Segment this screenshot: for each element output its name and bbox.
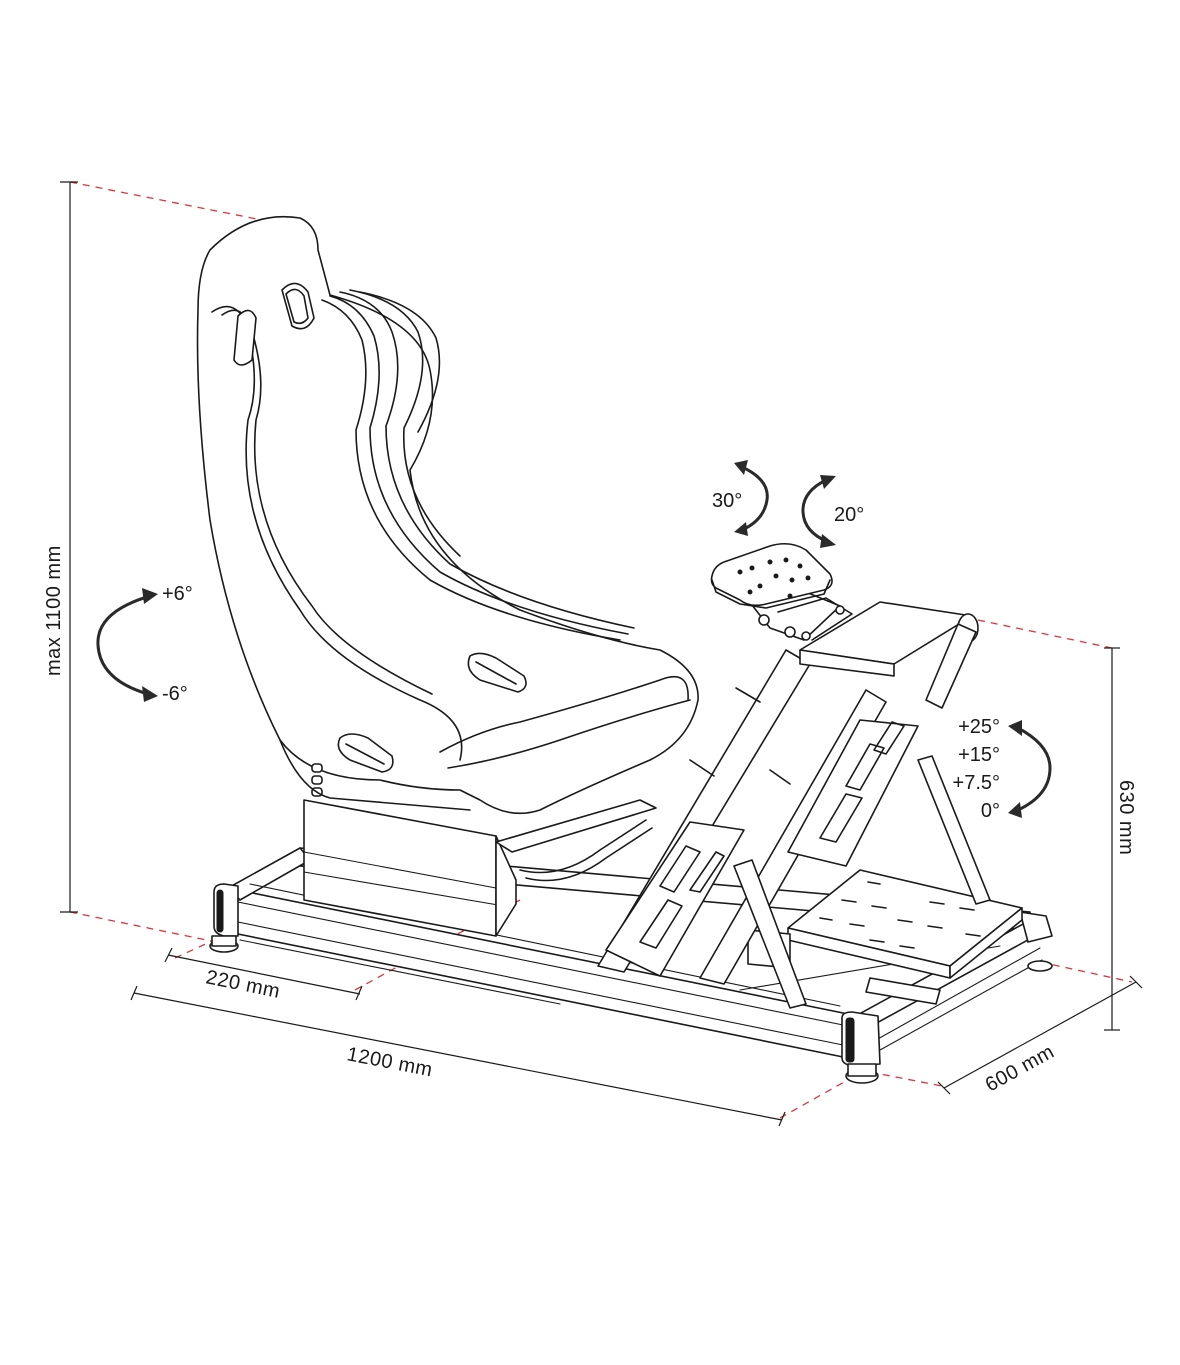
- pedal-plate-slots: [819, 881, 981, 949]
- width-label: 600 mm: [982, 1041, 1058, 1097]
- seat-side-bolts: [311, 763, 323, 797]
- foot-right: [1027, 960, 1053, 972]
- bucket-seat: [196, 215, 699, 815]
- pedal-plate: [747, 869, 1023, 1005]
- pedal-angle-a-label: +25°: [958, 716, 1000, 738]
- pedal-angle-d-label: 0°: [981, 800, 1000, 822]
- top-extension-line: [69, 181, 263, 221]
- seat-tilt-indicator: +6° -6°: [96, 583, 193, 705]
- pedal-angle-b-label: +15°: [958, 744, 1000, 766]
- width-extension-line-back: [1039, 961, 1133, 983]
- seat-tilt-minus-label: -6°: [162, 683, 188, 705]
- pedal-angle-indicator: +25° +15° +7.5° 0°: [953, 716, 1052, 822]
- wheel-plate: [710, 542, 833, 607]
- wheel-height-extension-line: [977, 619, 1113, 649]
- floor-extension-line-left: [69, 911, 227, 945]
- max-height-label: max 1100 mm: [43, 545, 65, 676]
- wheel-angle-indicator-a: 30°: [712, 460, 769, 536]
- pedal-angle-c-label: +7.5°: [953, 772, 1000, 794]
- wheel-height-label: 630 mm: [1115, 780, 1137, 855]
- dimension-lines: [60, 181, 1143, 1127]
- seat-slide-label: 220 mm: [204, 966, 282, 1003]
- seat-tilt-plus-label: +6°: [162, 583, 193, 605]
- width-extension-line-front: [869, 1071, 943, 1087]
- seat-mount: [303, 799, 657, 937]
- wheel-stand: [597, 542, 991, 1009]
- wheel-angle-b-label: 20°: [834, 504, 864, 526]
- wheel-angle-a-label: 30°: [712, 490, 742, 512]
- wheel-plate-holes: [737, 557, 811, 599]
- wheel-angle-indicator-b: 20°: [801, 475, 864, 548]
